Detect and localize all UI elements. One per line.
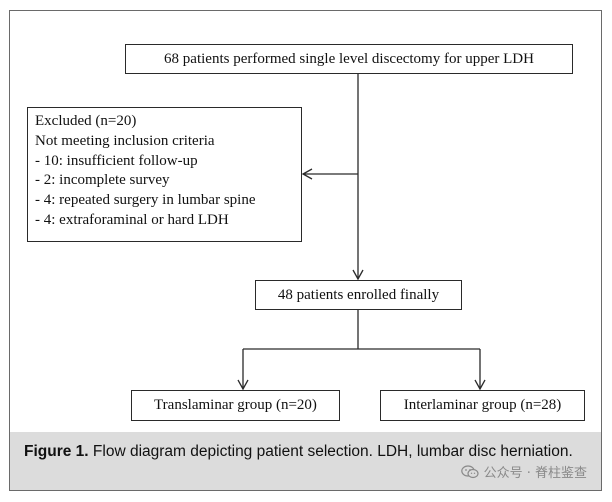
excluded-line: Excluded (n=20) [35, 113, 137, 129]
excluded-box: Excluded (n=20) Not meeting inclusion cr… [27, 107, 302, 242]
excluded-line: - 4: repeated surgery in lumbar spine [35, 192, 256, 209]
caption-text: Flow diagram depicting patient selection… [92, 443, 573, 460]
caption-band: Figure 1. Flow diagram depicting patient… [10, 432, 601, 490]
figure-label: Figure 1. [24, 443, 89, 460]
flow-diagram: 68 patients performed single level disce… [27, 44, 585, 421]
translaminar-group-box: Translaminar group (n=20) [131, 390, 340, 421]
watermark: 公众号 · 脊柱鉴查 [460, 462, 587, 481]
watermark-text: 公众号 · 脊柱鉴查 [483, 466, 587, 481]
figure-caption: Figure 1. Flow diagram depicting patient… [24, 441, 584, 462]
enrolled-box: 48 patients enrolled finally [255, 280, 462, 310]
excluded-line: - 2: incomplete survey [35, 172, 170, 189]
connector-lines [237, 74, 486, 391]
wechat-icon [460, 464, 479, 478]
initial-patients-box: 68 patients performed single level disce… [125, 44, 573, 74]
interlaminar-group-box: Interlaminar group (n=28) [380, 390, 585, 421]
excluded-line: - 10: insufficient follow-up [35, 152, 198, 169]
excluded-line: Not meeting inclusion criteria [35, 132, 215, 149]
excluded-line: - 4: extraforaminal or hard LDH [35, 211, 229, 228]
